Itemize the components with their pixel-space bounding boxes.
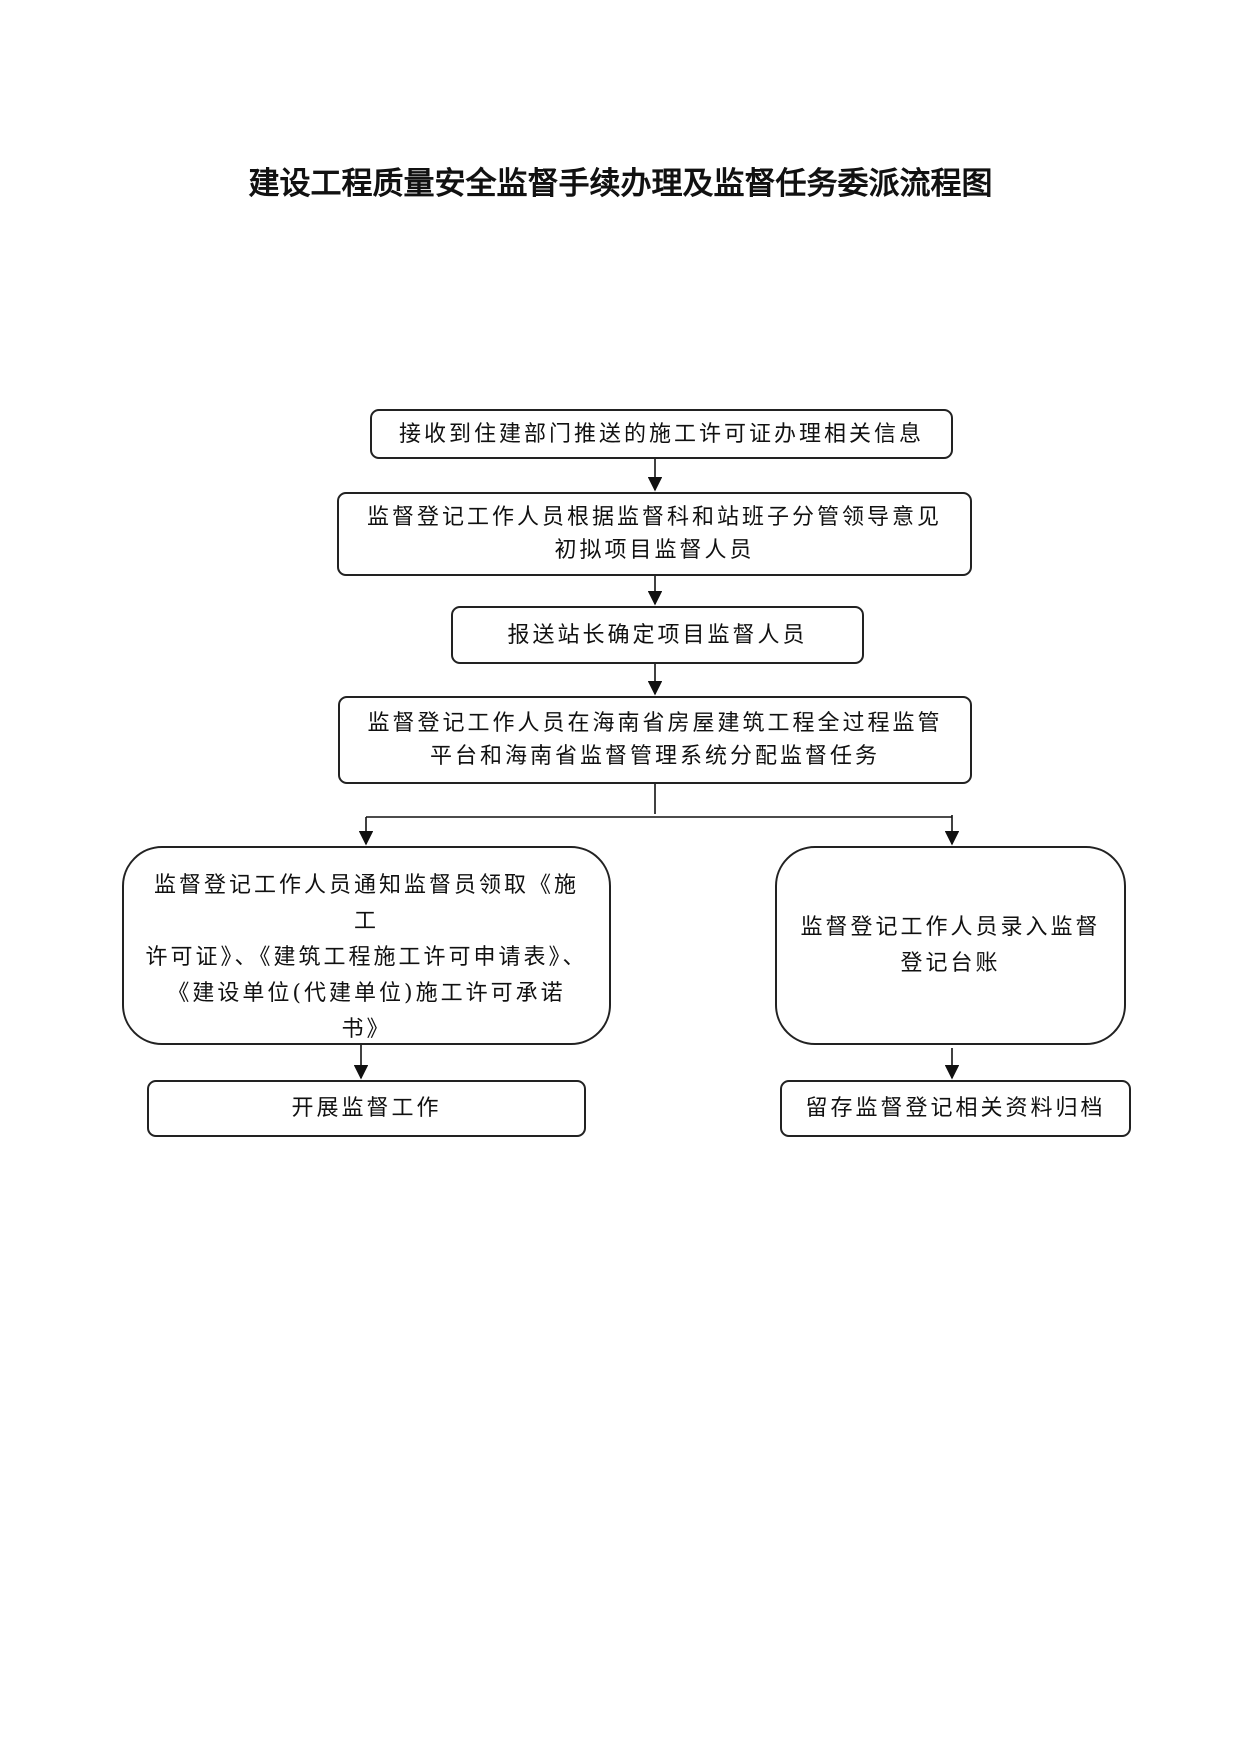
step-notify-supervisor: 监督登记工作人员通知监督员领取《施工 许可证》、《建筑工程施工许可申请表》、 《… [122,846,611,1045]
page-title: 建设工程质量安全监督手续办理及监督任务委派流程图 [248,166,993,202]
step-draft-supervisors: 监督登记工作人员根据监督科和站班子分管领导意见 初拟项目监督人员 [337,492,972,576]
step-receive-permit-info-label: 接收到住建部门推送的施工许可证办理相关信息 [398,421,924,447]
step-assign-tasks-label: 监督登记工作人员在海南省房屋建筑工程全过程监管 平台和海南省监督管理系统分配监督… [367,711,943,769]
step-archive-materials-label: 留存监督登记相关资料归档 [805,1096,1106,1121]
step-record-ledger-label: 监督登记工作人员录入监督 登记台账 [800,914,1101,976]
step-record-ledger: 监督登记工作人员录入监督 登记台账 [775,846,1126,1045]
step-archive-materials: 留存监督登记相关资料归档 [780,1080,1131,1137]
step-start-supervision: 开展监督工作 [147,1080,586,1137]
step-receive-permit-info: 接收到住建部门推送的施工许可证办理相关信息 [370,409,953,459]
step-notify-supervisor-label: 监督登记工作人员通知监督员领取《施工 许可证》、《建筑工程施工许可申请表》、 《… [145,873,588,1042]
step-director-confirm: 报送站长确定项目监督人员 [451,606,864,664]
step-director-confirm-label: 报送站长确定项目监督人员 [507,622,808,648]
step-start-supervision-label: 开展监督工作 [291,1096,442,1121]
step-assign-tasks: 监督登记工作人员在海南省房屋建筑工程全过程监管 平台和海南省监督管理系统分配监督… [338,696,972,784]
step-draft-supervisors-label: 监督登记工作人员根据监督科和站班子分管领导意见 初拟项目监督人员 [366,505,942,563]
